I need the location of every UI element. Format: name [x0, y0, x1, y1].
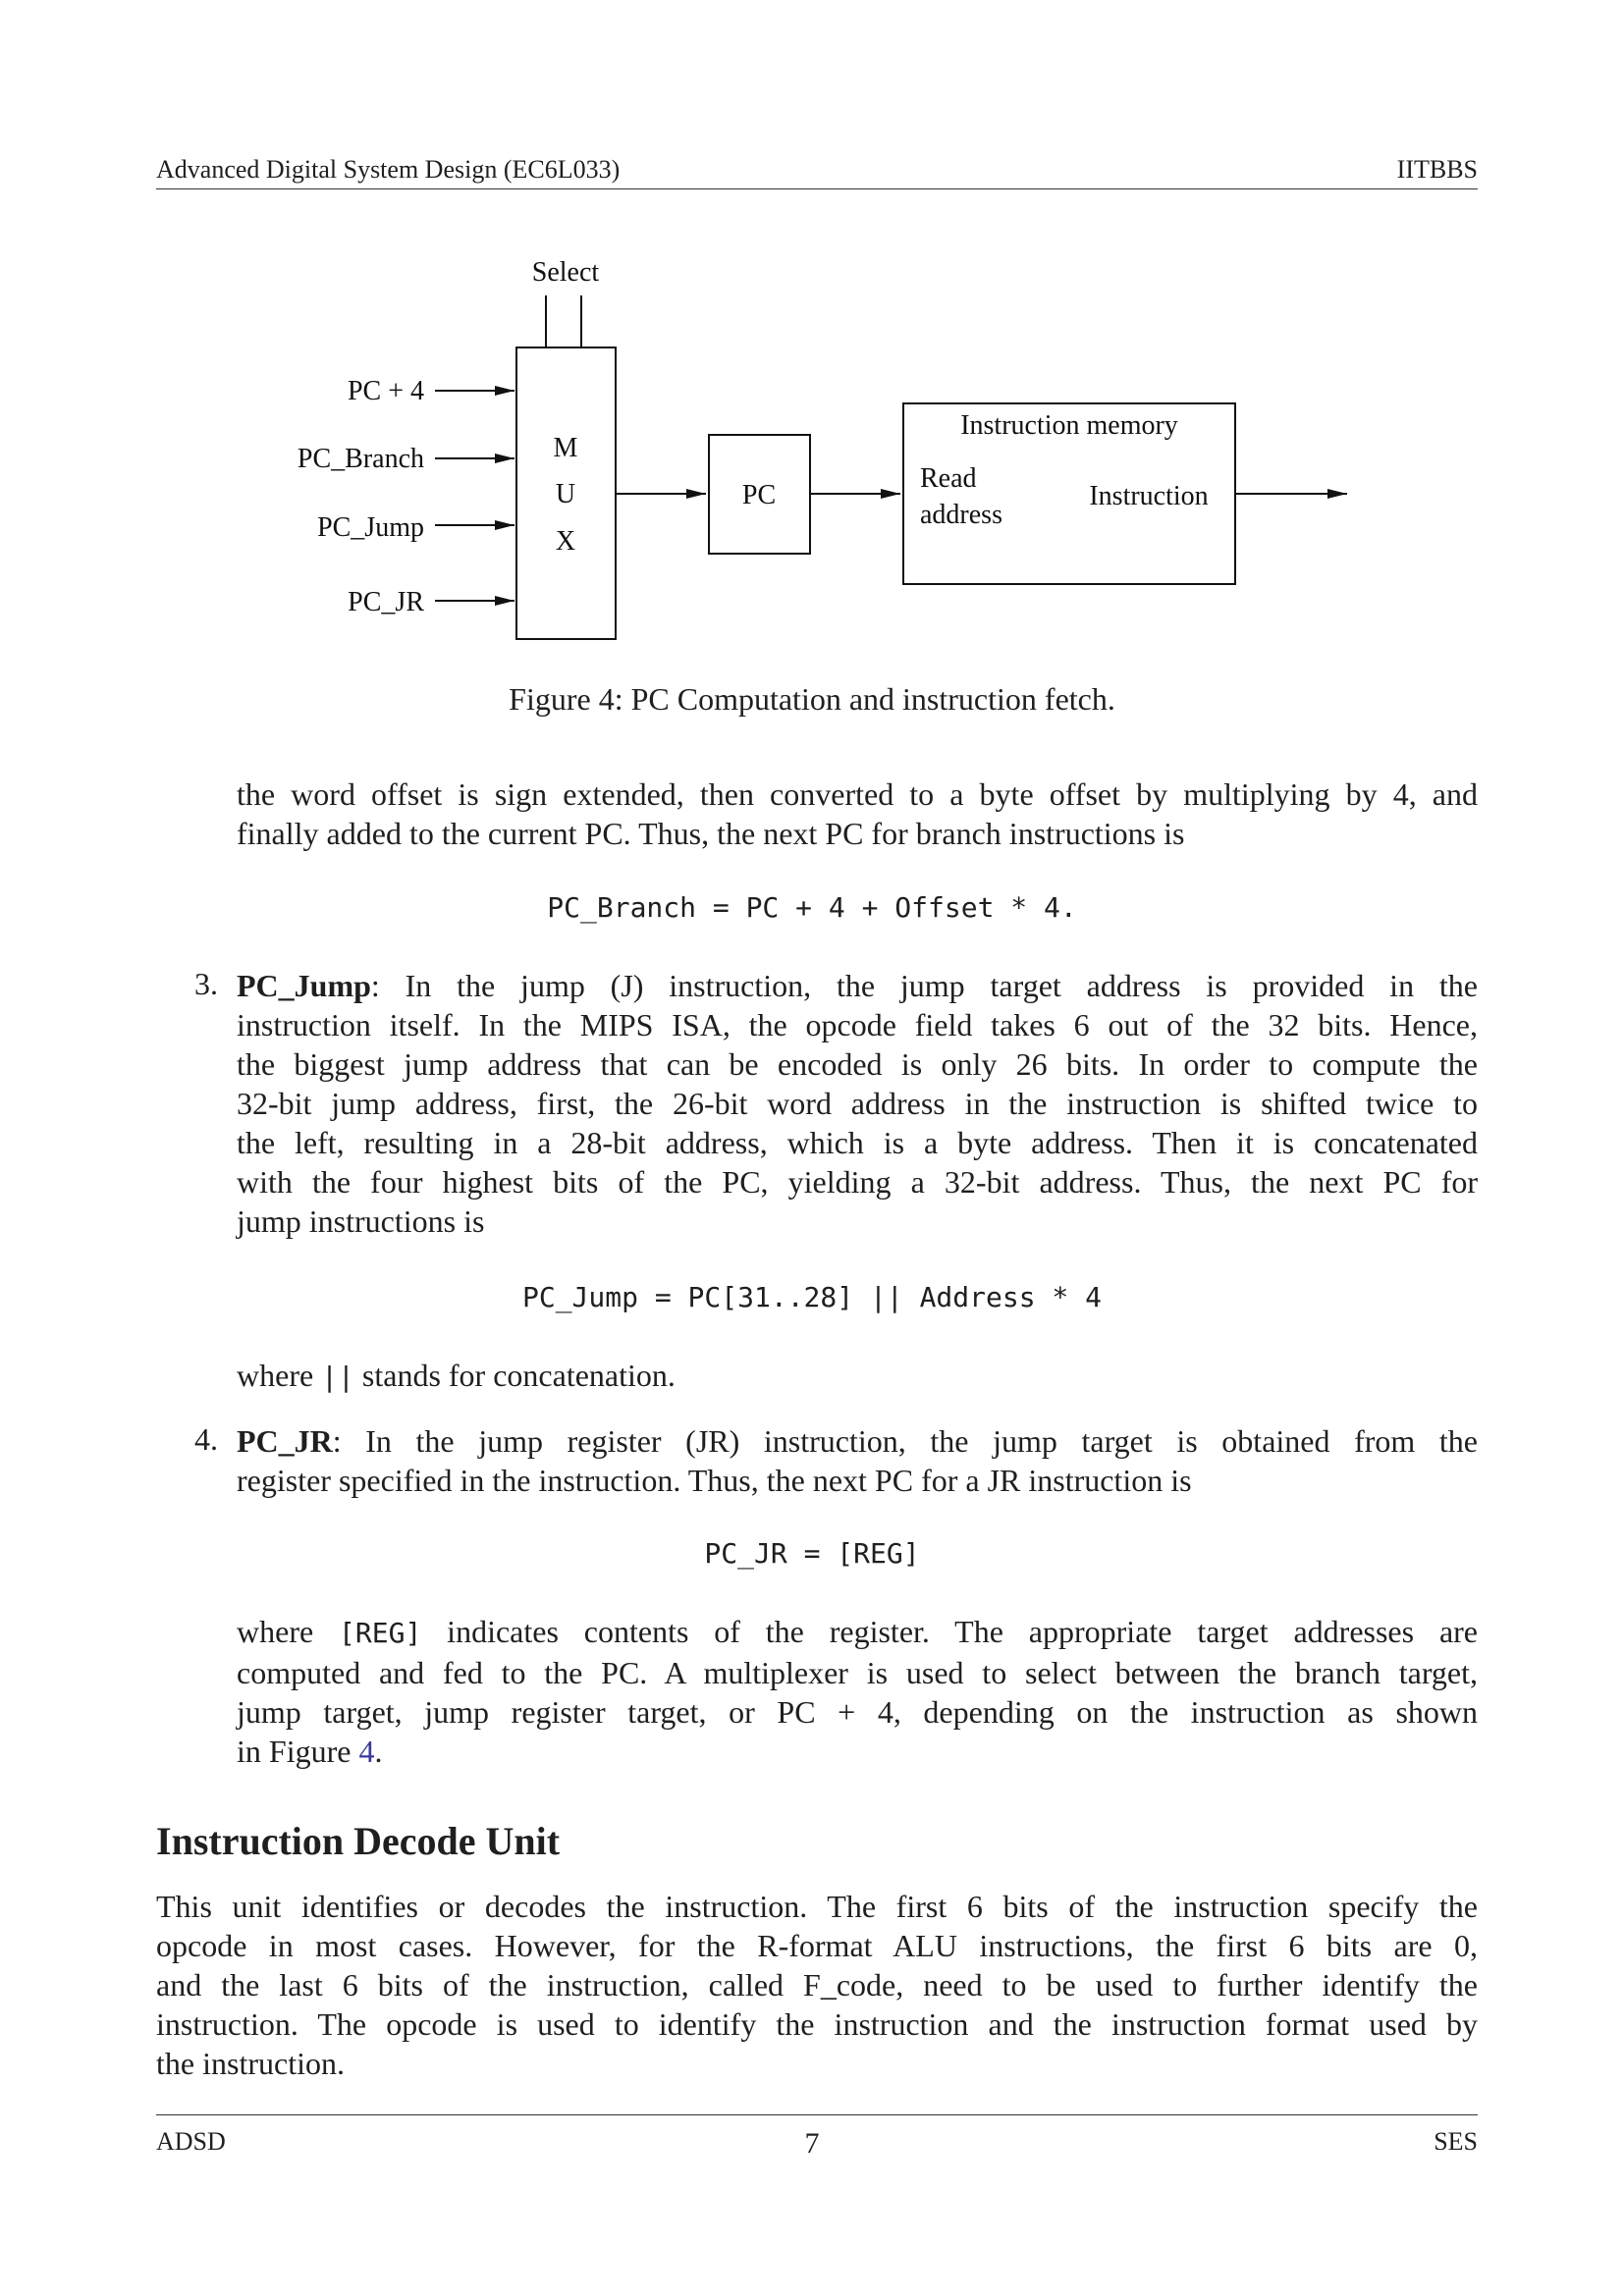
instruction-output-label: Instruction	[1089, 481, 1208, 511]
paragraph-line: finally added to the current PC. Thus, t…	[237, 816, 1185, 851]
equation-pc-jump: PC_Jump = PC[31..28] || Address * 4	[521, 1281, 1102, 1313]
footer-right: SES	[1434, 2127, 1478, 2156]
list-number-3: 3.	[194, 966, 218, 1001]
paragraph-line: jump target, jump register target, or PC…	[237, 1694, 1478, 1730]
inline-code: ||	[321, 1361, 354, 1393]
paragraph-line: 32-bit jump address, first, the 26-bit w…	[237, 1086, 1478, 1121]
mux-letter-u: U	[556, 479, 575, 509]
input-label-pc-branch: PC_Branch	[298, 444, 424, 474]
running-header-left: Advanced Digital System Design (EC6L033)	[156, 155, 621, 184]
branch-continuation-paragraph: the word offset is sign extended, then c…	[237, 774, 1478, 853]
equation-pc-branch: PC_Branch = PC + 4 + Offset * 4.	[547, 891, 1077, 924]
item3-where-line: where || stands for concatenation.	[237, 1358, 676, 1393]
input-label-pc-jump: PC_Jump	[317, 512, 424, 543]
address-label: address	[920, 500, 1002, 530]
paragraph-line: the left, resulting in a 28-bit address,…	[237, 1125, 1478, 1160]
footer-rule	[156, 2114, 1478, 2115]
paragraph-line: register specified in the instruction. T…	[237, 1463, 1192, 1498]
footer-left: ADSD	[156, 2127, 226, 2156]
item3-term: PC_Jump	[237, 968, 371, 1003]
section-paragraph: This unit identifies or decodes the inst…	[156, 1887, 1478, 2083]
input-label-pc-plus-4: PC + 4	[348, 376, 424, 406]
mux-letter-m: M	[554, 433, 578, 463]
paragraph-line: the word offset is sign extended, then c…	[237, 776, 1478, 812]
read-label: Read	[920, 463, 977, 494]
inline-code: [REG]	[339, 1617, 422, 1649]
paragraph-line: jump instructions is	[237, 1203, 485, 1239]
item4-continuation-paragraph: where [REG] indicates contents of the re…	[237, 1614, 1479, 1769]
paragraph-line: opcode in most cases. However, for the R…	[156, 1928, 1478, 1963]
running-header-right: IITBBS	[1396, 155, 1478, 184]
list-number-4: 4.	[194, 1421, 218, 1457]
equation-pc-jr: PC_JR = [REG]	[704, 1537, 920, 1570]
paragraph-line: the instruction.	[156, 2046, 345, 2081]
paragraph-line: instruction itself. In the MIPS ISA, the…	[237, 1007, 1478, 1042]
paragraph-line: : In the jump register (JR) instruction,…	[332, 1423, 1478, 1459]
input-label-pc-jr: PC_JR	[348, 587, 424, 617]
mux-letter-x: X	[556, 526, 575, 557]
item3-paragraph: PC_Jump: In the jump (J) instruction, th…	[237, 966, 1478, 1241]
paragraph-line: This unit identifies or decodes the inst…	[156, 1889, 1478, 1924]
pc-fetch-diagram: Select M U X PC + 4 PC_Branch PC_Jump PC…	[298, 257, 1347, 640]
paragraph-line: with the four highest bits of the PC, yi…	[237, 1164, 1478, 1200]
paragraph-line: computed and fed to the PC. A multiplexe…	[237, 1655, 1478, 1690]
figure-caption: Figure 4: PC Computation and instruction…	[509, 681, 1115, 717]
paragraph-line: and the last 6 bits of the instruction, …	[156, 1967, 1478, 2002]
section-heading: Instruction Decode Unit	[156, 1819, 561, 1863]
paragraph-line: : In the jump (J) instruction, the jump …	[370, 968, 1478, 1003]
item4-paragraph: PC_JR: In the jump register (JR) instruc…	[237, 1421, 1478, 1500]
item4-term: PC_JR	[237, 1423, 333, 1459]
instruction-memory-title: Instruction memory	[960, 410, 1178, 441]
paragraph-line: the biggest jump address that can be enc…	[237, 1046, 1478, 1082]
page-number: 7	[804, 2127, 820, 2160]
paragraph-line: instruction. The opcode is used to ident…	[156, 2006, 1478, 2042]
pc-register-label: PC	[742, 480, 776, 510]
select-label: Select	[532, 257, 600, 288]
figure-reference-link[interactable]: 4	[358, 1734, 375, 1769]
header-rule	[156, 188, 1478, 189]
